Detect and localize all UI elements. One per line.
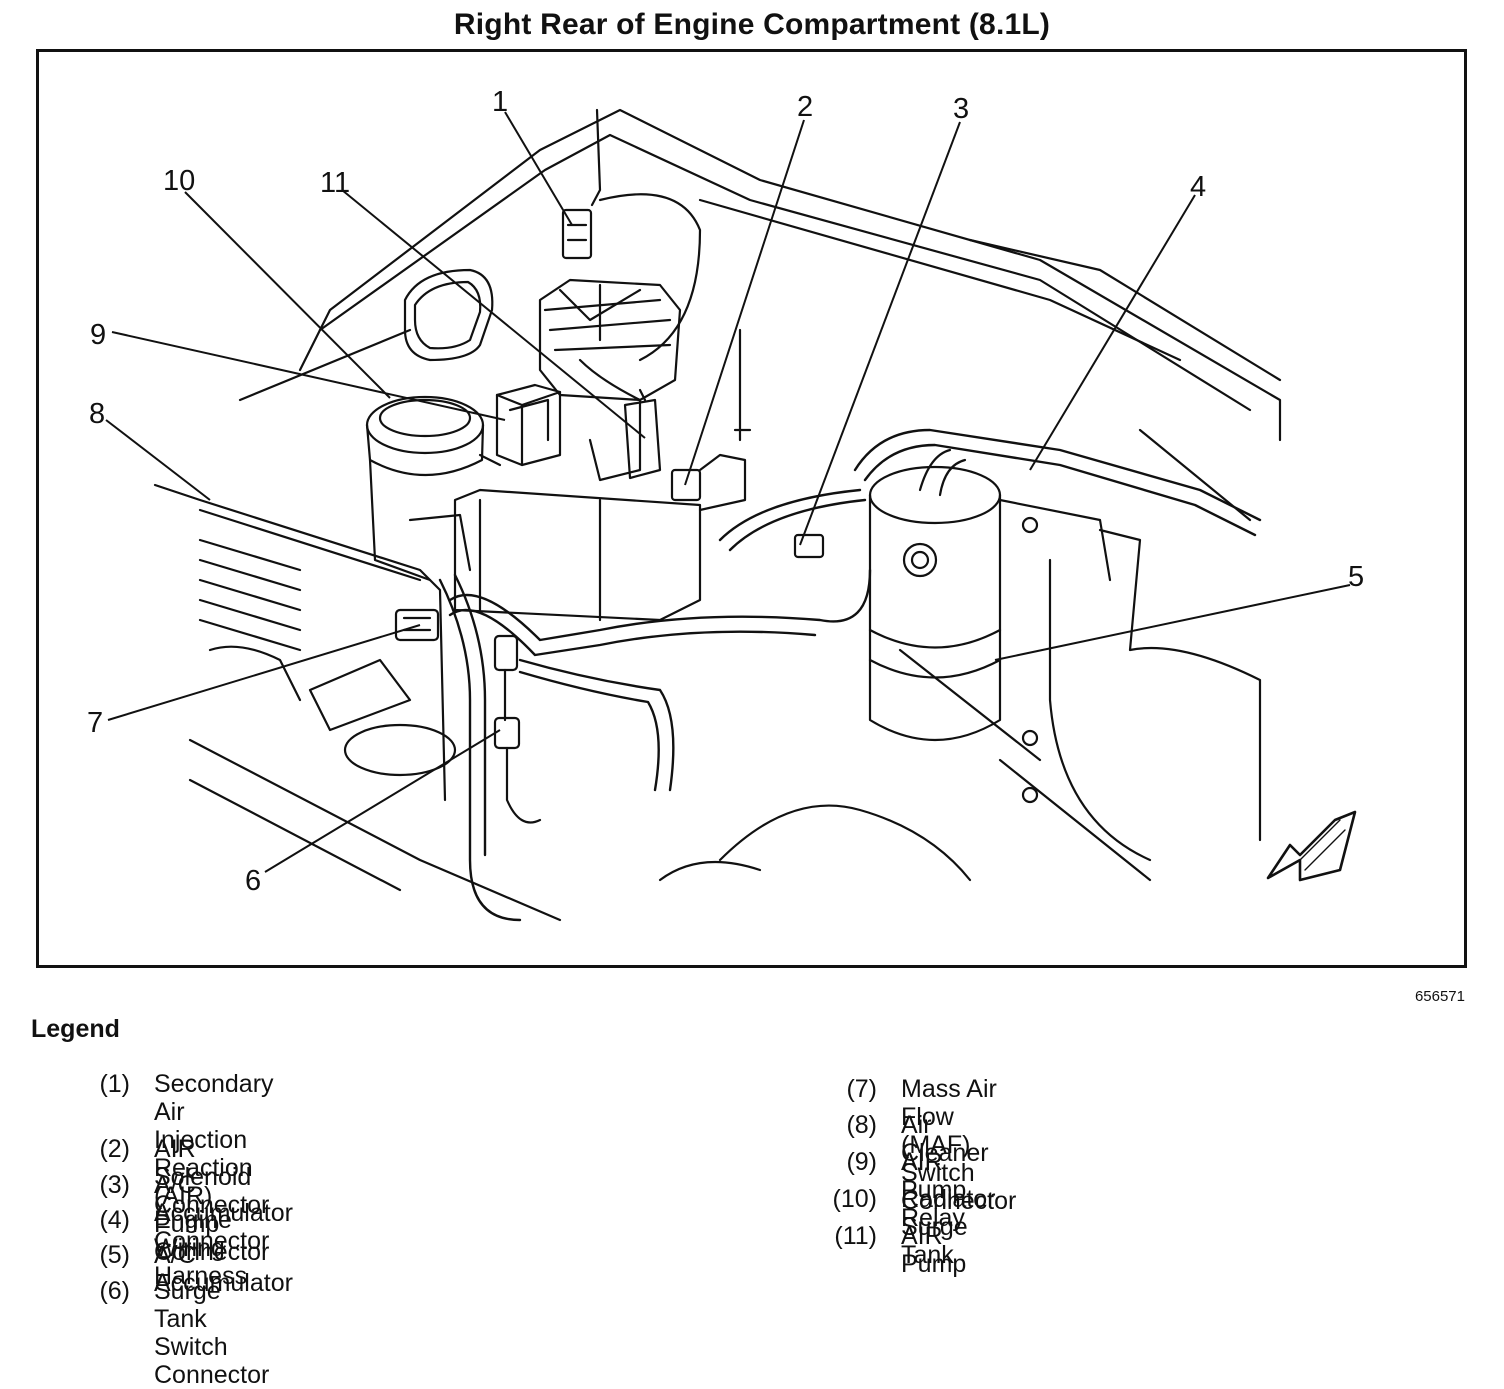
diagram-title: Right Rear of Engine Compartment (8.1L)	[453, 8, 1051, 41]
callout-6: 6	[245, 865, 262, 897]
legend-number: (1)	[99, 1070, 130, 1098]
legend-number: (4)	[99, 1206, 130, 1234]
air-pump-assembly	[408, 278, 702, 622]
callout-3: 3	[953, 93, 970, 125]
leader-line-1	[504, 111, 573, 226]
callout-4: 4	[1190, 171, 1207, 203]
legend-label: Air Cleaner	[901, 1111, 989, 1167]
legend-number: (6)	[99, 1277, 130, 1305]
callout-2: 2	[797, 91, 814, 123]
leader-line-5	[994, 584, 1351, 661]
legend-label: A/C Accumulator	[154, 1241, 293, 1297]
leader-line-4	[1029, 194, 1196, 471]
leader-line-3	[799, 121, 961, 546]
callout-9: 9	[90, 319, 107, 351]
legend-number: (3)	[99, 1171, 130, 1199]
callout-8: 8	[89, 398, 106, 430]
callout-5: 5	[1348, 561, 1365, 593]
callout-7: 7	[87, 707, 104, 739]
legend-number: (5)	[99, 1241, 130, 1269]
legend-right-column: (7) Mass Air Flow (MAF) Switch Connector…	[815, 1075, 1495, 1278]
engine-compartment-illustration	[105, 108, 1357, 922]
legend-number: (2)	[99, 1135, 130, 1163]
engine-wiring-harness	[438, 428, 1262, 922]
legend-label: Surge Tank Switch Connector	[154, 1277, 270, 1389]
legend-left-column: (1) Secondary Air Injection Reaction (AI…	[68, 1070, 768, 1389]
firewall-outline	[298, 108, 1282, 442]
leader-line-9	[111, 331, 506, 421]
air-solenoid	[623, 328, 752, 512]
callout-1: 1	[492, 86, 509, 118]
legend-label: Secondary Air Injection Reaction (AIR) P…	[154, 1070, 274, 1266]
air-pump-connector	[561, 108, 702, 362]
leader-line-7	[107, 624, 421, 721]
leader-line-6	[264, 729, 501, 873]
maf-switch-connector	[394, 608, 440, 642]
leader-line-11	[341, 189, 646, 439]
air-pump-relay	[495, 383, 562, 467]
legend-label: AIR Pump Relay	[901, 1148, 967, 1232]
illustration-frame	[36, 49, 1467, 968]
legend-number: (7)	[846, 1075, 877, 1103]
legend-number: (11)	[834, 1222, 877, 1250]
leader-line-8	[105, 419, 211, 501]
callout-10: 10	[163, 165, 196, 197]
leader-line-10	[184, 191, 391, 399]
legend-number: (9)	[846, 1148, 877, 1176]
radiator-surge-tank	[365, 395, 502, 582]
surge-tank-switch-connector	[493, 634, 542, 824]
legend-label: Mass Air Flow (MAF) Switch Connector	[901, 1075, 1017, 1215]
legend-label: AIR Solenoid Connector	[154, 1135, 270, 1219]
figure-id: 656571	[1414, 988, 1465, 1005]
leader-line-2	[684, 119, 805, 486]
legend-label: A/C Accumulator Connector	[154, 1171, 293, 1255]
legend-label: Radiator Surge Tank	[901, 1185, 996, 1269]
legend-heading: Legend	[31, 1015, 120, 1043]
air-cleaner	[153, 483, 562, 922]
legend-label: AIR Pump	[901, 1222, 967, 1278]
callout-11: 11	[320, 167, 351, 199]
front-direction-arrow	[1266, 810, 1357, 882]
legend-number: (8)	[846, 1111, 877, 1139]
ac-accumulator	[793, 448, 1002, 741]
legend-label: Engine Wiring Harness	[154, 1206, 248, 1290]
legend-number: (10)	[832, 1185, 877, 1213]
